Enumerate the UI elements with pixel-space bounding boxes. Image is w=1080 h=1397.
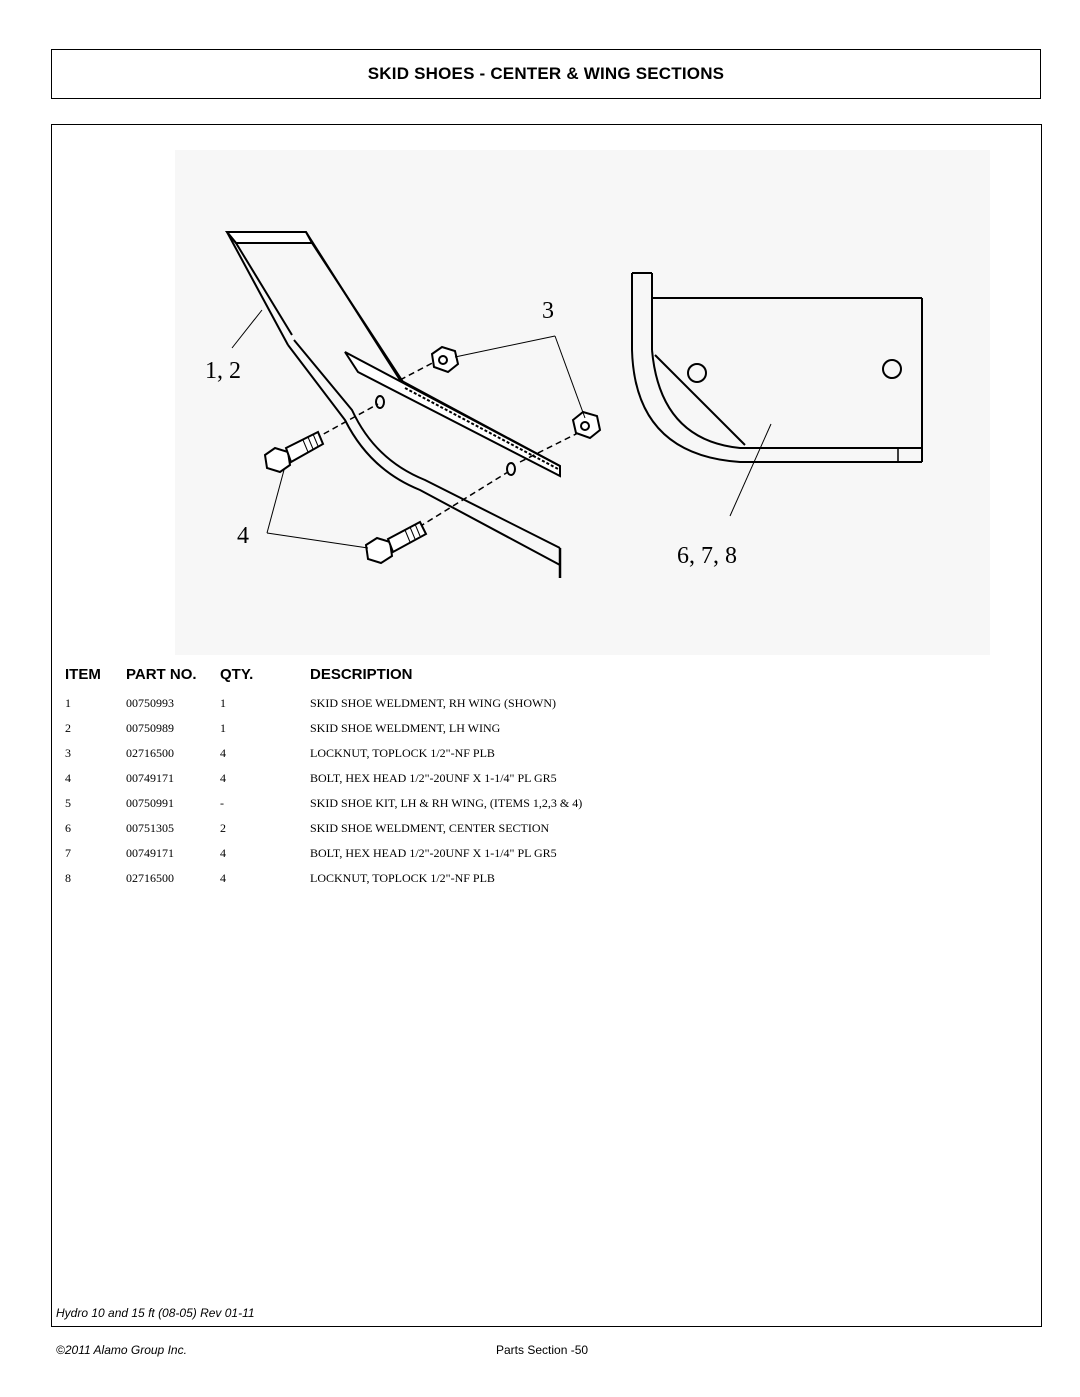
cell-part-no: 02716500 (126, 746, 174, 760)
cell-description: BOLT, HEX HEAD 1/2"-20UNF X 1-1/4" PL GR… (310, 771, 557, 785)
callout-item-4: 4 (237, 523, 249, 549)
cell-description: LOCKNUT, TOPLOCK 1/2"-NF PLB (310, 746, 495, 760)
cell-part-no: 00751305 (126, 821, 174, 835)
cell-item: 3 (65, 746, 71, 760)
cell-item: 4 (65, 771, 71, 785)
cell-part-no: 00749171 (126, 846, 174, 860)
table-row: 1 00750993 1 SKID SHOE WELDMENT, RH WING… (0, 696, 1080, 716)
leader-lines (231, 309, 772, 549)
cell-qty: - (220, 796, 224, 810)
cell-description: SKID SHOE WELDMENT, CENTER SECTION (310, 821, 550, 835)
cell-item: 7 (65, 846, 71, 860)
content-frame (51, 124, 1042, 1327)
cell-description: BOLT, HEX HEAD 1/2"-20UNF X 1-1/4" PL GR… (310, 846, 557, 860)
cell-qty: 4 (220, 846, 226, 860)
cell-qty: 4 (220, 771, 226, 785)
parts-diagram-svg: 1, 2 3 4 6, 7, 8 (175, 150, 990, 655)
cell-item: 8 (65, 871, 71, 885)
table-row: 5 00750991 - SKID SHOE KIT, LH & RH WING… (0, 796, 1080, 816)
bolt-drawing (263, 430, 428, 565)
callout-item-3: 3 (542, 298, 554, 324)
table-row: 3 02716500 4 LOCKNUT, TOPLOCK 1/2"-NF PL… (0, 746, 1080, 766)
table-row: 2 00750989 1 SKID SHOE WELDMENT, LH WING (0, 721, 1080, 741)
cell-qty: 1 (220, 696, 226, 710)
center-skid-shoe-drawing (631, 272, 923, 463)
table-row: 6 00751305 2 SKID SHOE WELDMENT, CENTER … (0, 821, 1080, 841)
cell-description: SKID SHOE KIT, LH & RH WING, (ITEMS 1,2,… (310, 796, 583, 810)
cell-description: SKID SHOE WELDMENT, RH WING (SHOWN) (310, 696, 556, 710)
header-item: ITEM (65, 666, 101, 683)
cell-qty: 2 (220, 821, 226, 835)
cell-part-no: 00750991 (126, 796, 174, 810)
cell-item: 5 (65, 796, 71, 810)
table-row: 7 00749171 4 BOLT, HEX HEAD 1/2"-20UNF X… (0, 846, 1080, 866)
header-description: DESCRIPTION (310, 666, 413, 683)
cell-part-no: 00750993 (126, 696, 174, 710)
cell-qty: 1 (220, 721, 226, 735)
cell-item: 2 (65, 721, 71, 735)
cell-part-no: 00749171 (126, 771, 174, 785)
header-part-no: PART NO. (126, 666, 197, 683)
cell-qty: 4 (220, 871, 226, 885)
page-title-box: SKID SHOES - CENTER & WING SECTIONS (51, 49, 1041, 99)
table-row: 4 00749171 4 BOLT, HEX HEAD 1/2"-20UNF X… (0, 771, 1080, 791)
parts-diagram: 1, 2 3 4 6, 7, 8 (175, 150, 990, 655)
page-title: SKID SHOES - CENTER & WING SECTIONS (367, 64, 725, 83)
copyright: ©2011 Alamo Group Inc. (56, 1343, 187, 1357)
page-number: Parts Section -50 (496, 1343, 589, 1357)
header-qty: QTY. (220, 666, 254, 683)
revision-note: Hydro 10 and 15 ft (08-05) Rev 01-11 (56, 1306, 255, 1320)
table-row: 8 02716500 4 LOCKNUT, TOPLOCK 1/2"-NF PL… (0, 871, 1080, 891)
wing-skid-shoe-drawing (224, 231, 581, 578)
callout-items-6-7-8: 6, 7, 8 (677, 543, 737, 569)
locknut-drawing (430, 345, 602, 440)
cell-description: LOCKNUT, TOPLOCK 1/2"-NF PLB (310, 871, 495, 885)
cell-part-no: 02716500 (126, 871, 174, 885)
cell-qty: 4 (220, 746, 226, 760)
cell-item: 1 (65, 696, 71, 710)
cell-part-no: 00750989 (126, 721, 174, 735)
callout-items-1-2: 1, 2 (205, 358, 241, 384)
cell-item: 6 (65, 821, 71, 835)
cell-description: SKID SHOE WELDMENT, LH WING (310, 721, 501, 735)
